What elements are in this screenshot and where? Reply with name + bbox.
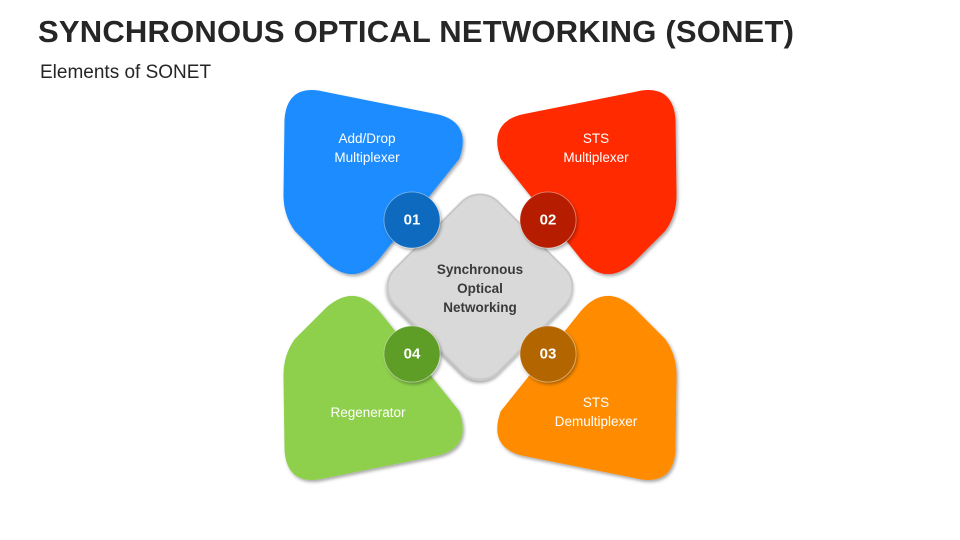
badge-04 — [383, 325, 441, 383]
badge-03 — [519, 325, 577, 383]
badge-04-number: 04 — [404, 346, 421, 363]
element-1-label-line-2: Multiplexer — [334, 150, 400, 165]
element-1-label-line-1: Add/Drop — [338, 131, 395, 146]
page-subtitle: Elements of SONET — [40, 62, 212, 83]
element-3-label-line-2: Demultiplexer — [555, 414, 638, 429]
badge-01-number: 01 — [404, 212, 421, 229]
center-label-line-1: Synchronous — [437, 262, 523, 277]
petal-regenerator — [283, 295, 463, 480]
element-2-label-line-1: STS — [583, 131, 609, 146]
center-label-line-2: Optical — [457, 281, 503, 296]
center-label-line-3: Networking — [443, 300, 517, 315]
badge-02 — [519, 191, 577, 249]
badge-02-number: 02 — [540, 212, 557, 229]
badge-01 — [383, 191, 441, 249]
element-3-label-line-1: STS — [583, 395, 609, 410]
element-2-label-line-2: Multiplexer — [563, 150, 629, 165]
petal-sts-demultiplexer — [497, 295, 677, 480]
petal-sts-multiplexer — [497, 90, 677, 275]
element-4-label-line-1: Regenerator — [330, 405, 406, 420]
badge-03-number: 03 — [540, 346, 557, 363]
petal-add-drop-multiplexer — [283, 90, 463, 275]
page-title: SYNCHRONOUS OPTICAL NETWORKING (SONET) — [38, 14, 795, 49]
